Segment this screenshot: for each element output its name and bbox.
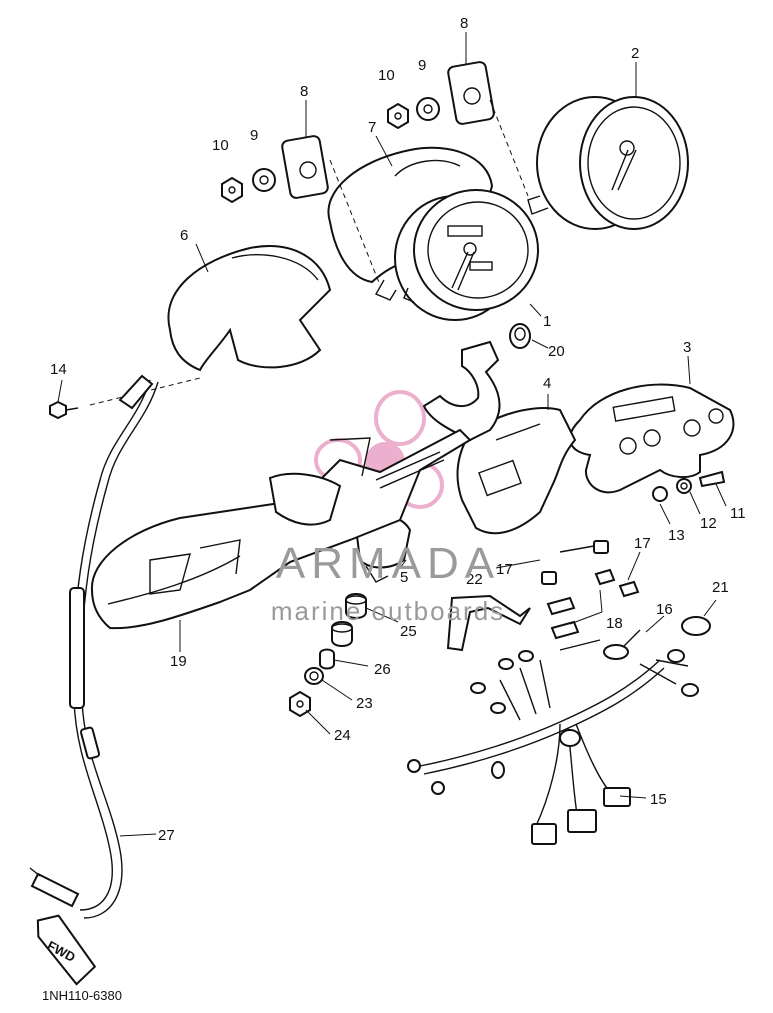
callout-22: 22 [466, 571, 483, 588]
watermark-tagline: marine outboards [271, 596, 505, 626]
lower-cover [90, 428, 472, 630]
meter-cover [167, 245, 332, 372]
callout-9-left: 9 [250, 127, 258, 144]
callout-26: 26 [374, 661, 391, 678]
callout-9-upper: 9 [418, 57, 426, 74]
cap-21 [681, 616, 711, 636]
callout-25: 25 [400, 623, 417, 640]
callout-5: 5 [400, 569, 408, 586]
callout-8-upper: 8 [460, 15, 468, 32]
watermark-brand: ARMADA [276, 539, 500, 588]
screw [49, 400, 79, 420]
callout-labels: 1 2 3 4 5 6 7 8 8 9 9 10 10 11 12 13 14 … [50, 15, 746, 844]
callout-17-right: 17 [634, 535, 651, 552]
grommet-top [509, 323, 531, 349]
callout-18: 18 [606, 615, 623, 632]
leader-lines [57, 32, 727, 837]
callout-1: 1 [543, 313, 551, 330]
callout-3: 3 [683, 339, 691, 356]
callout-11: 11 [730, 505, 746, 522]
callout-8-left: 8 [300, 83, 308, 100]
fwd-arrow: FWD [36, 914, 97, 986]
speedometer [375, 189, 539, 321]
callout-24: 24 [334, 727, 351, 744]
tachometer [527, 96, 689, 230]
mounting-bracket-upper [387, 61, 495, 130]
callout-27: 27 [158, 827, 175, 844]
indicator-panel [568, 383, 735, 502]
wire-harness [407, 629, 699, 845]
callout-19: 19 [170, 653, 187, 670]
upper-bracket [422, 340, 501, 442]
callout-13: 13 [668, 527, 685, 544]
callout-10-upper: 10 [378, 67, 395, 84]
callout-2: 2 [631, 45, 639, 62]
callout-12: 12 [700, 515, 717, 532]
callout-15: 15 [650, 791, 667, 808]
speedometer-cable [29, 374, 159, 919]
grommet-set [289, 593, 367, 718]
callout-20: 20 [548, 343, 565, 360]
callout-17-left: 17 [496, 561, 513, 578]
diagram-code: 1NH110-6380 [42, 988, 122, 1003]
bulb-sockets [541, 540, 640, 640]
mounting-bracket-left [221, 135, 329, 204]
callout-21: 21 [712, 579, 729, 596]
bracket-22 [446, 594, 531, 652]
callout-14: 14 [50, 361, 67, 378]
callout-23: 23 [356, 695, 373, 712]
callout-4: 4 [543, 375, 551, 392]
callout-16: 16 [656, 601, 673, 618]
callout-7: 7 [368, 119, 376, 136]
callout-6: 6 [180, 227, 188, 244]
callout-10-left: 10 [212, 137, 229, 154]
lamp-housing [456, 407, 577, 535]
